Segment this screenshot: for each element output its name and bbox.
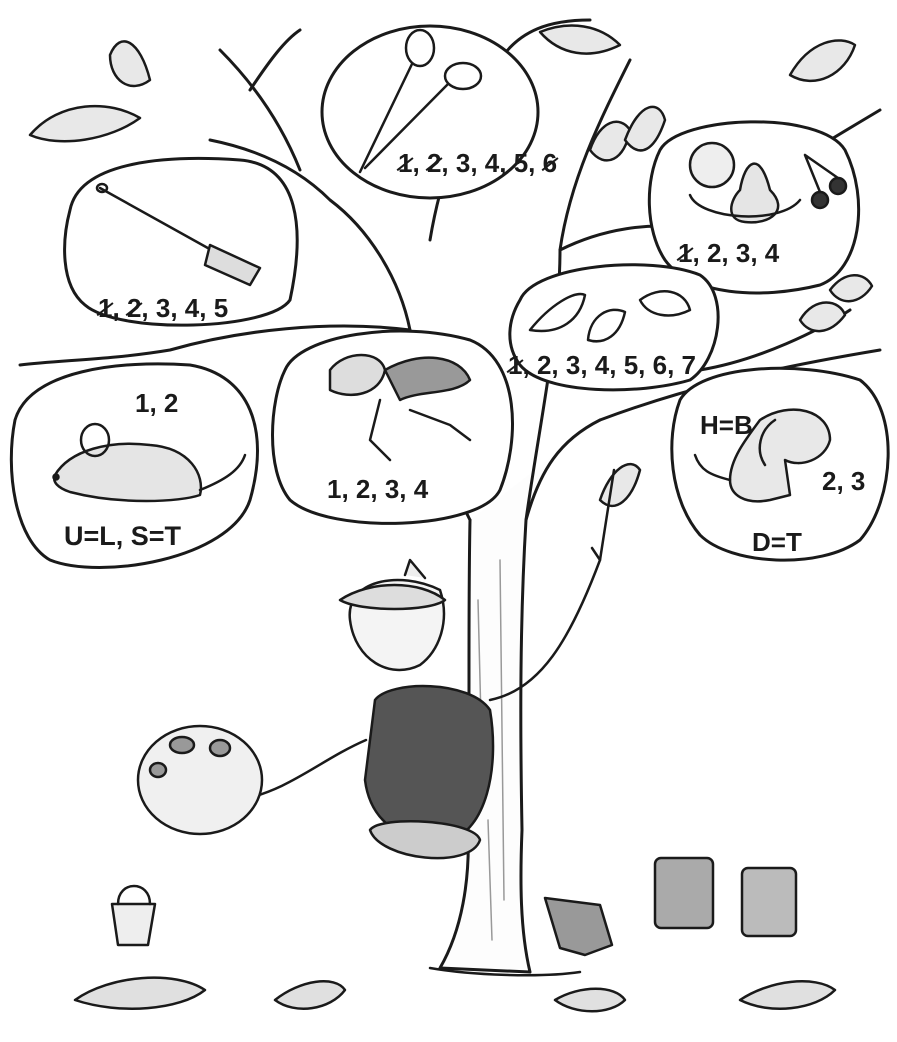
hint-token: 6, [652, 350, 675, 380]
struck-numeral: 1 [98, 293, 113, 323]
bubble-paddle [63, 156, 299, 327]
dog-hint-side: 2, 3 [822, 466, 866, 496]
hint-token: 5, [513, 148, 536, 178]
hint-token: 3, [155, 293, 178, 323]
hint-token: 3, [565, 350, 588, 380]
runner-hint: 1, 2, 3, 4 [327, 474, 429, 504]
hint-token: 5 [213, 293, 229, 323]
paddle-hint: 1, 2, 3, 4, 5 [98, 295, 228, 321]
scissors-hint: 1, 2, 3, 4, 5, 6 [398, 150, 557, 176]
mouse-hint-bottom: U=L, S=T [64, 521, 182, 551]
struck-numeral: 1 [398, 148, 413, 178]
fruit-hint: 1, 2, 3, 4 [678, 240, 779, 266]
mouse-hint-top: 1, 2 [135, 388, 179, 418]
hint-token: 3, [735, 238, 758, 268]
dog-hint-bottom: D=T [752, 527, 802, 557]
paddle-icon [95, 182, 262, 287]
leaves-hint-text: 1, 2, 3, 4, 5, 6, 7 [508, 350, 696, 380]
fruit-bowl-icon [688, 141, 848, 224]
branch-leaves [28, 24, 874, 507]
fallen-leaves [73, 976, 837, 1013]
bubble-scissors [320, 24, 540, 200]
bubble-runner [271, 329, 514, 525]
hint-token: , [112, 293, 120, 323]
bubble-mouse [9, 362, 259, 569]
struck-numeral: 2 [426, 148, 442, 178]
hint-token: 2, [536, 350, 559, 380]
hint-token: 4, [484, 148, 507, 178]
hint-token: 2, [706, 238, 729, 268]
hint-token: 4, [184, 293, 207, 323]
hint-token: 3, [455, 148, 478, 178]
hint-token: , [141, 293, 149, 323]
struck-numeral: 1 [678, 238, 693, 268]
ground-items [110, 856, 798, 977]
paddle-hint-text: 1, 2, 3, 4, 5 [98, 293, 228, 323]
hint-token: , [441, 148, 449, 178]
fruit-hint-text: 1, 2, 3, 4 [678, 238, 779, 268]
bubble-dog [670, 366, 890, 562]
leaves-hint: 1, 2, 3, 4, 5, 6, 7 [508, 352, 696, 378]
scissors-hint-text: 1, 2, 3, 4, 5, 6 [398, 148, 557, 178]
dog-icon [693, 408, 832, 503]
bubble-fruit [647, 120, 861, 295]
leaves-icon [528, 290, 692, 343]
struck-numeral: 6 [542, 148, 558, 178]
hint-token: 7 [681, 350, 697, 380]
hint-token: 4 [764, 238, 780, 268]
struck-numeral: 1 [508, 350, 523, 380]
dog-hint-top: H=B [700, 410, 753, 440]
painter-boy [136, 468, 616, 860]
struck-numeral: 2 [126, 293, 142, 323]
hint-token: , [412, 148, 420, 178]
scissors-icon [358, 28, 483, 174]
runner-icon [328, 353, 472, 462]
hint-token: 4, [594, 350, 617, 380]
hint-token: 5, [623, 350, 646, 380]
mouse-icon [52, 422, 247, 503]
hint-token: , [692, 238, 700, 268]
hint-token: , [522, 350, 530, 380]
